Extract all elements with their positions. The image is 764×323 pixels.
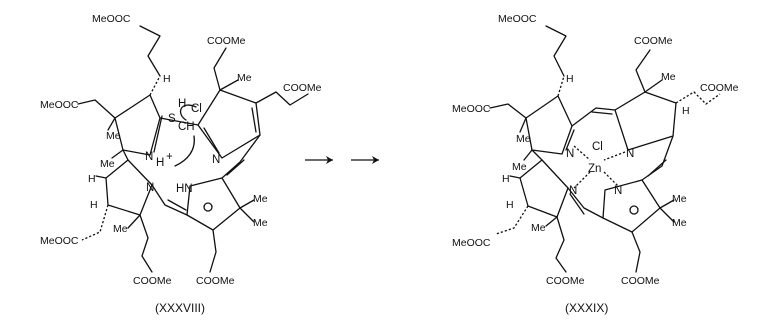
- left-h-left: H: [88, 173, 96, 185]
- right-h-left: H: [502, 173, 510, 185]
- caption-xxxix: (XXXIX): [565, 301, 608, 315]
- right-me-right-1: Me: [672, 193, 687, 205]
- left-ester-bottom-left: COOMe: [133, 275, 172, 287]
- left-me-ring: Me: [106, 130, 121, 142]
- left-ch: CH: [178, 121, 195, 133]
- left-ester-top: MeOOC: [92, 13, 131, 25]
- right-me-lower-left: Me: [531, 222, 546, 234]
- left-me-top-right: Me: [237, 72, 252, 84]
- right-ester-bottom-left: COOMe: [546, 275, 585, 287]
- left-cl: Cl: [191, 103, 202, 115]
- left-ester-far-right: COOMe: [283, 82, 322, 94]
- right-ester-bottom-right: COOMe: [621, 275, 660, 287]
- structure-xxxviii: [77, 25, 309, 273]
- right-h-top: H: [566, 73, 574, 85]
- reaction-arrow: [305, 156, 379, 164]
- left-me-right-2: Me: [253, 217, 268, 229]
- caption-xxxviii: (XXXVIII): [155, 301, 205, 315]
- left-ester-top-right: COOMe: [207, 35, 246, 47]
- left-me-lower-left: Me: [113, 223, 128, 235]
- left-n-lower-left: N: [146, 182, 154, 194]
- left-plus: +: [166, 151, 173, 163]
- right-n-top-right: N: [626, 148, 634, 160]
- left-n-top-right: N: [212, 154, 220, 166]
- left-ester-bottom-right: COOMe: [196, 275, 235, 287]
- right-me-c20: Me: [512, 161, 527, 173]
- left-h-top: H: [163, 73, 171, 85]
- right-ester-top: MeOOC: [498, 13, 537, 25]
- right-zn: Zn: [588, 163, 601, 175]
- right-ester-left: MeOOC: [452, 103, 491, 115]
- right-me-ring: Me: [516, 133, 531, 145]
- right-n-top-left: N: [566, 148, 574, 160]
- right-cl: Cl: [592, 141, 603, 153]
- right-n-bottom-right: N: [614, 185, 622, 197]
- right-ester-top-right: COOMe: [634, 35, 673, 47]
- left-n: N: [145, 151, 153, 163]
- left-h-lower: H: [90, 199, 98, 211]
- left-ester-lower-left: MeOOC: [40, 235, 79, 247]
- left-s: S: [168, 113, 176, 125]
- left-ester-left: MeOOC: [40, 99, 79, 111]
- right-me-top-right: Me: [661, 71, 676, 83]
- structure-xxxix: [489, 25, 721, 273]
- left-h-ch: H: [178, 98, 186, 110]
- left-h-nh: H: [156, 157, 164, 169]
- left-me-right-1: Me: [253, 193, 268, 205]
- right-n-bottom-left: N: [569, 185, 577, 197]
- right-h-right: H: [682, 105, 690, 117]
- right-ester-lower-left: MeOOC: [452, 237, 491, 249]
- left-hn-lower-right: HN: [176, 183, 193, 195]
- right-ester-far-right: COOMe: [700, 82, 739, 94]
- right-me-right-2: Me: [672, 217, 687, 229]
- left-me-c20: Me: [100, 158, 115, 170]
- right-h-lower: H: [506, 199, 514, 211]
